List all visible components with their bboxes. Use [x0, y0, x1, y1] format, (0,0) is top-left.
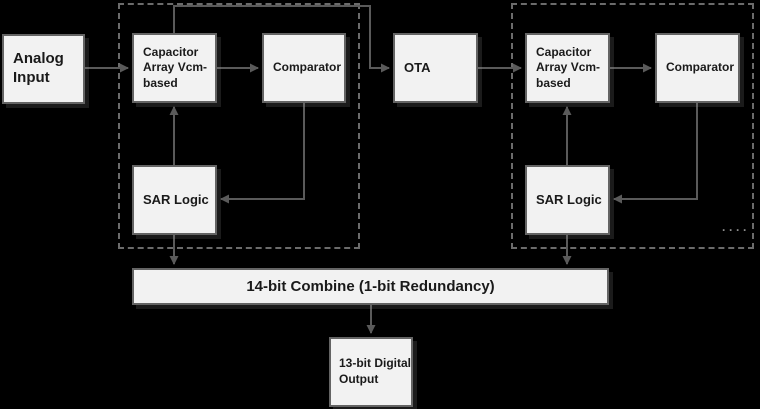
- capacitor-array-2-node: Capacitor Array Vcm- based: [525, 33, 610, 103]
- combine-label: 14-bit Combine (1-bit Redundancy): [246, 277, 495, 295]
- analog-input-label: Analog Input: [13, 50, 64, 86]
- ota-node: OTA: [393, 33, 478, 103]
- comparator-1-label: Comparator: [273, 60, 342, 75]
- analog-input-node: Analog Input: [2, 34, 85, 104]
- sar-logic-2-node: SAR Logic: [525, 165, 610, 235]
- comparator-2-node: Comparator: [655, 33, 740, 103]
- more-stages-ellipsis-icon: ····: [722, 224, 750, 236]
- combine-node: 14-bit Combine (1-bit Redundancy): [132, 268, 609, 305]
- comparator-2-label: Comparator: [666, 60, 735, 75]
- stage2-dashed-group: [511, 3, 754, 249]
- stage1-dashed-group: [118, 3, 360, 249]
- more-stages-ellipsis-label: ····: [722, 223, 750, 237]
- sar-logic-2-label: SAR Logic: [536, 191, 602, 207]
- digital-output-label: 13-bit Digital Output: [339, 356, 412, 386]
- sar-logic-1-node: SAR Logic: [132, 165, 217, 235]
- capacitor-array-1-label: Capacitor Array Vcm- based: [143, 44, 208, 90]
- ota-label: OTA: [404, 59, 431, 75]
- capacitor-array-2-label: Capacitor Array Vcm- based: [536, 44, 601, 90]
- sar-logic-1-label: SAR Logic: [143, 191, 209, 207]
- capacitor-array-1-node: Capacitor Array Vcm- based: [132, 33, 217, 103]
- digital-output-node: 13-bit Digital Output: [329, 337, 413, 407]
- comparator-1-node: Comparator: [262, 33, 346, 103]
